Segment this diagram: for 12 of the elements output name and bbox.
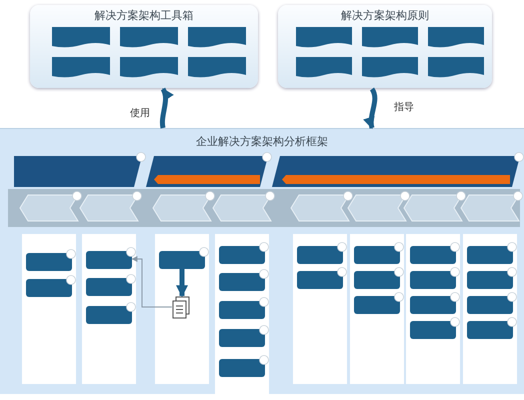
panel xyxy=(30,5,258,88)
panel-title: 企业解决方案架构分析框架 xyxy=(196,134,328,149)
arrow xyxy=(176,268,188,298)
panel-title: 解决方案架构工具箱 xyxy=(94,8,194,23)
edge-label: 指导 xyxy=(392,100,416,114)
framework-panel xyxy=(0,128,524,394)
arrow xyxy=(364,88,378,130)
panel-title: 解决方案架构原则 xyxy=(341,8,429,23)
connector-arrow xyxy=(131,256,172,308)
edge-label: 使用 xyxy=(128,106,152,120)
panel xyxy=(278,5,492,88)
arrow xyxy=(160,88,174,128)
